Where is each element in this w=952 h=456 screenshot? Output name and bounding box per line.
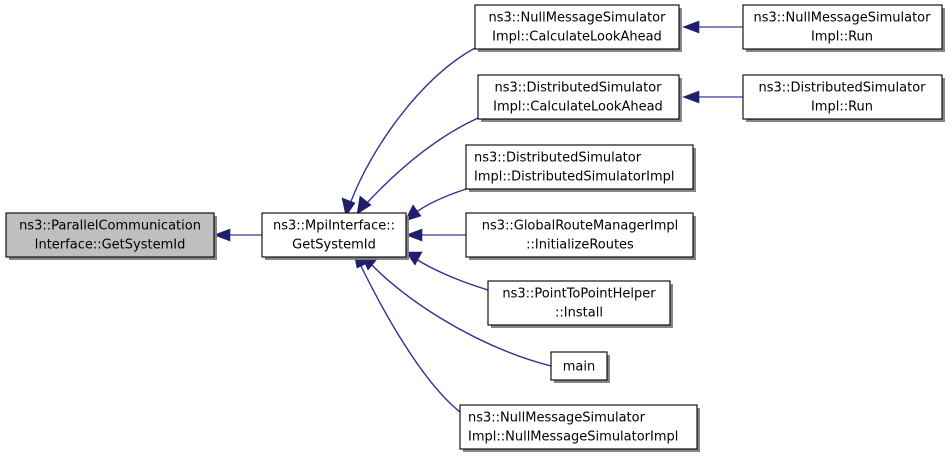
node-nullmessagesimulatorimpl-run[interactable]: ns3::NullMessageSimulator Impl::Run <box>742 4 945 52</box>
node-label-line2: Impl::Run <box>811 100 873 115</box>
edge-dist-calclookahead-to-mpiinterface <box>356 117 479 215</box>
edge-dist-run-to-calclookahead <box>682 90 743 104</box>
node-label-line1: ns3::DistributedSimulator <box>758 81 926 96</box>
edge-globalroute-to-mpiinterface <box>405 228 466 242</box>
edge-nullmsg-calclookahead-to-mpiinterface <box>341 47 476 217</box>
node-label-line2: Impl::NullMessageSimulatorImpl <box>468 430 678 445</box>
node-label-line1: ns3::DistributedSimulator <box>474 151 642 166</box>
node-label-line1: ns3::ParallelCommunication <box>19 219 201 234</box>
node-distributedsimulatorimpl-ctor[interactable]: ns3::DistributedSimulator Impl::Distribu… <box>465 144 696 192</box>
node-label-line2: ::Install <box>555 306 603 321</box>
node-label-line2: Impl::CalculateLookAhead <box>492 30 662 45</box>
node-label-line1: ns3::NullMessageSimulator <box>468 411 646 426</box>
node-label-line1: ns3::MpiInterface:: <box>273 219 395 234</box>
node-label-line1: main <box>563 360 595 375</box>
node-pointtopointhelper-install[interactable]: ns3::PointToPointHelper ::Install <box>487 280 673 328</box>
node-label-line1: ns3::GlobalRouteManagerImpl <box>482 219 679 234</box>
node-label-line2: ::InitializeRoutes <box>526 238 634 253</box>
node-distributedsimulatorimpl-run[interactable]: ns3::DistributedSimulator Impl::Run <box>742 74 945 122</box>
edge-dist-ctor-to-mpiinterface <box>404 188 467 222</box>
edge-nullmsg-ctor-to-mpiinterface <box>353 252 461 413</box>
node-layer: ns3::ParallelCommunication Interface::Ge… <box>5 4 945 452</box>
node-nullmessagesimulatorimpl-ctor[interactable]: ns3::NullMessageSimulator Impl::NullMess… <box>459 404 700 452</box>
node-label-line2: Interface::GetSystemId <box>35 238 186 253</box>
node-nullmessagesimulatorimpl-calculatelookahead[interactable]: ns3::NullMessageSimulator Impl::Calculat… <box>474 4 682 52</box>
node-mpiinterface-getsystemid[interactable]: ns3::MpiInterface:: GetSystemId <box>261 212 409 260</box>
node-label-line1: ns3::PointToPointHelper <box>502 287 656 302</box>
node-parallel-communication-interface-getsystemid[interactable]: ns3::ParallelCommunication Interface::Ge… <box>5 212 217 260</box>
node-label-line1: ns3::NullMessageSimulator <box>754 11 932 26</box>
node-label-line2: Impl::DistributedSimulatorImpl <box>474 170 675 185</box>
node-label-line1: ns3::DistributedSimulator <box>494 81 662 96</box>
node-label-line2: GetSystemId <box>292 238 376 253</box>
node-label-line2: Impl::CalculateLookAhead <box>493 100 663 115</box>
node-label-line1: ns3::NullMessageSimulator <box>489 11 667 26</box>
node-distributedsimulatorimpl-calculatelookahead[interactable]: ns3::DistributedSimulator Impl::Calculat… <box>477 74 682 122</box>
node-main[interactable]: main <box>550 351 610 383</box>
edge-p2phelper-to-mpiinterface <box>405 251 489 291</box>
node-globalroutemanagerimpl-initializeroutes[interactable]: ns3::GlobalRouteManagerImpl ::Initialize… <box>465 212 696 260</box>
edge-nullmsg-run-to-calclookahead <box>682 20 743 34</box>
node-label-line2: Impl::Run <box>811 30 873 45</box>
edge-mpiinterface-to-parallelcommunication <box>213 228 262 242</box>
